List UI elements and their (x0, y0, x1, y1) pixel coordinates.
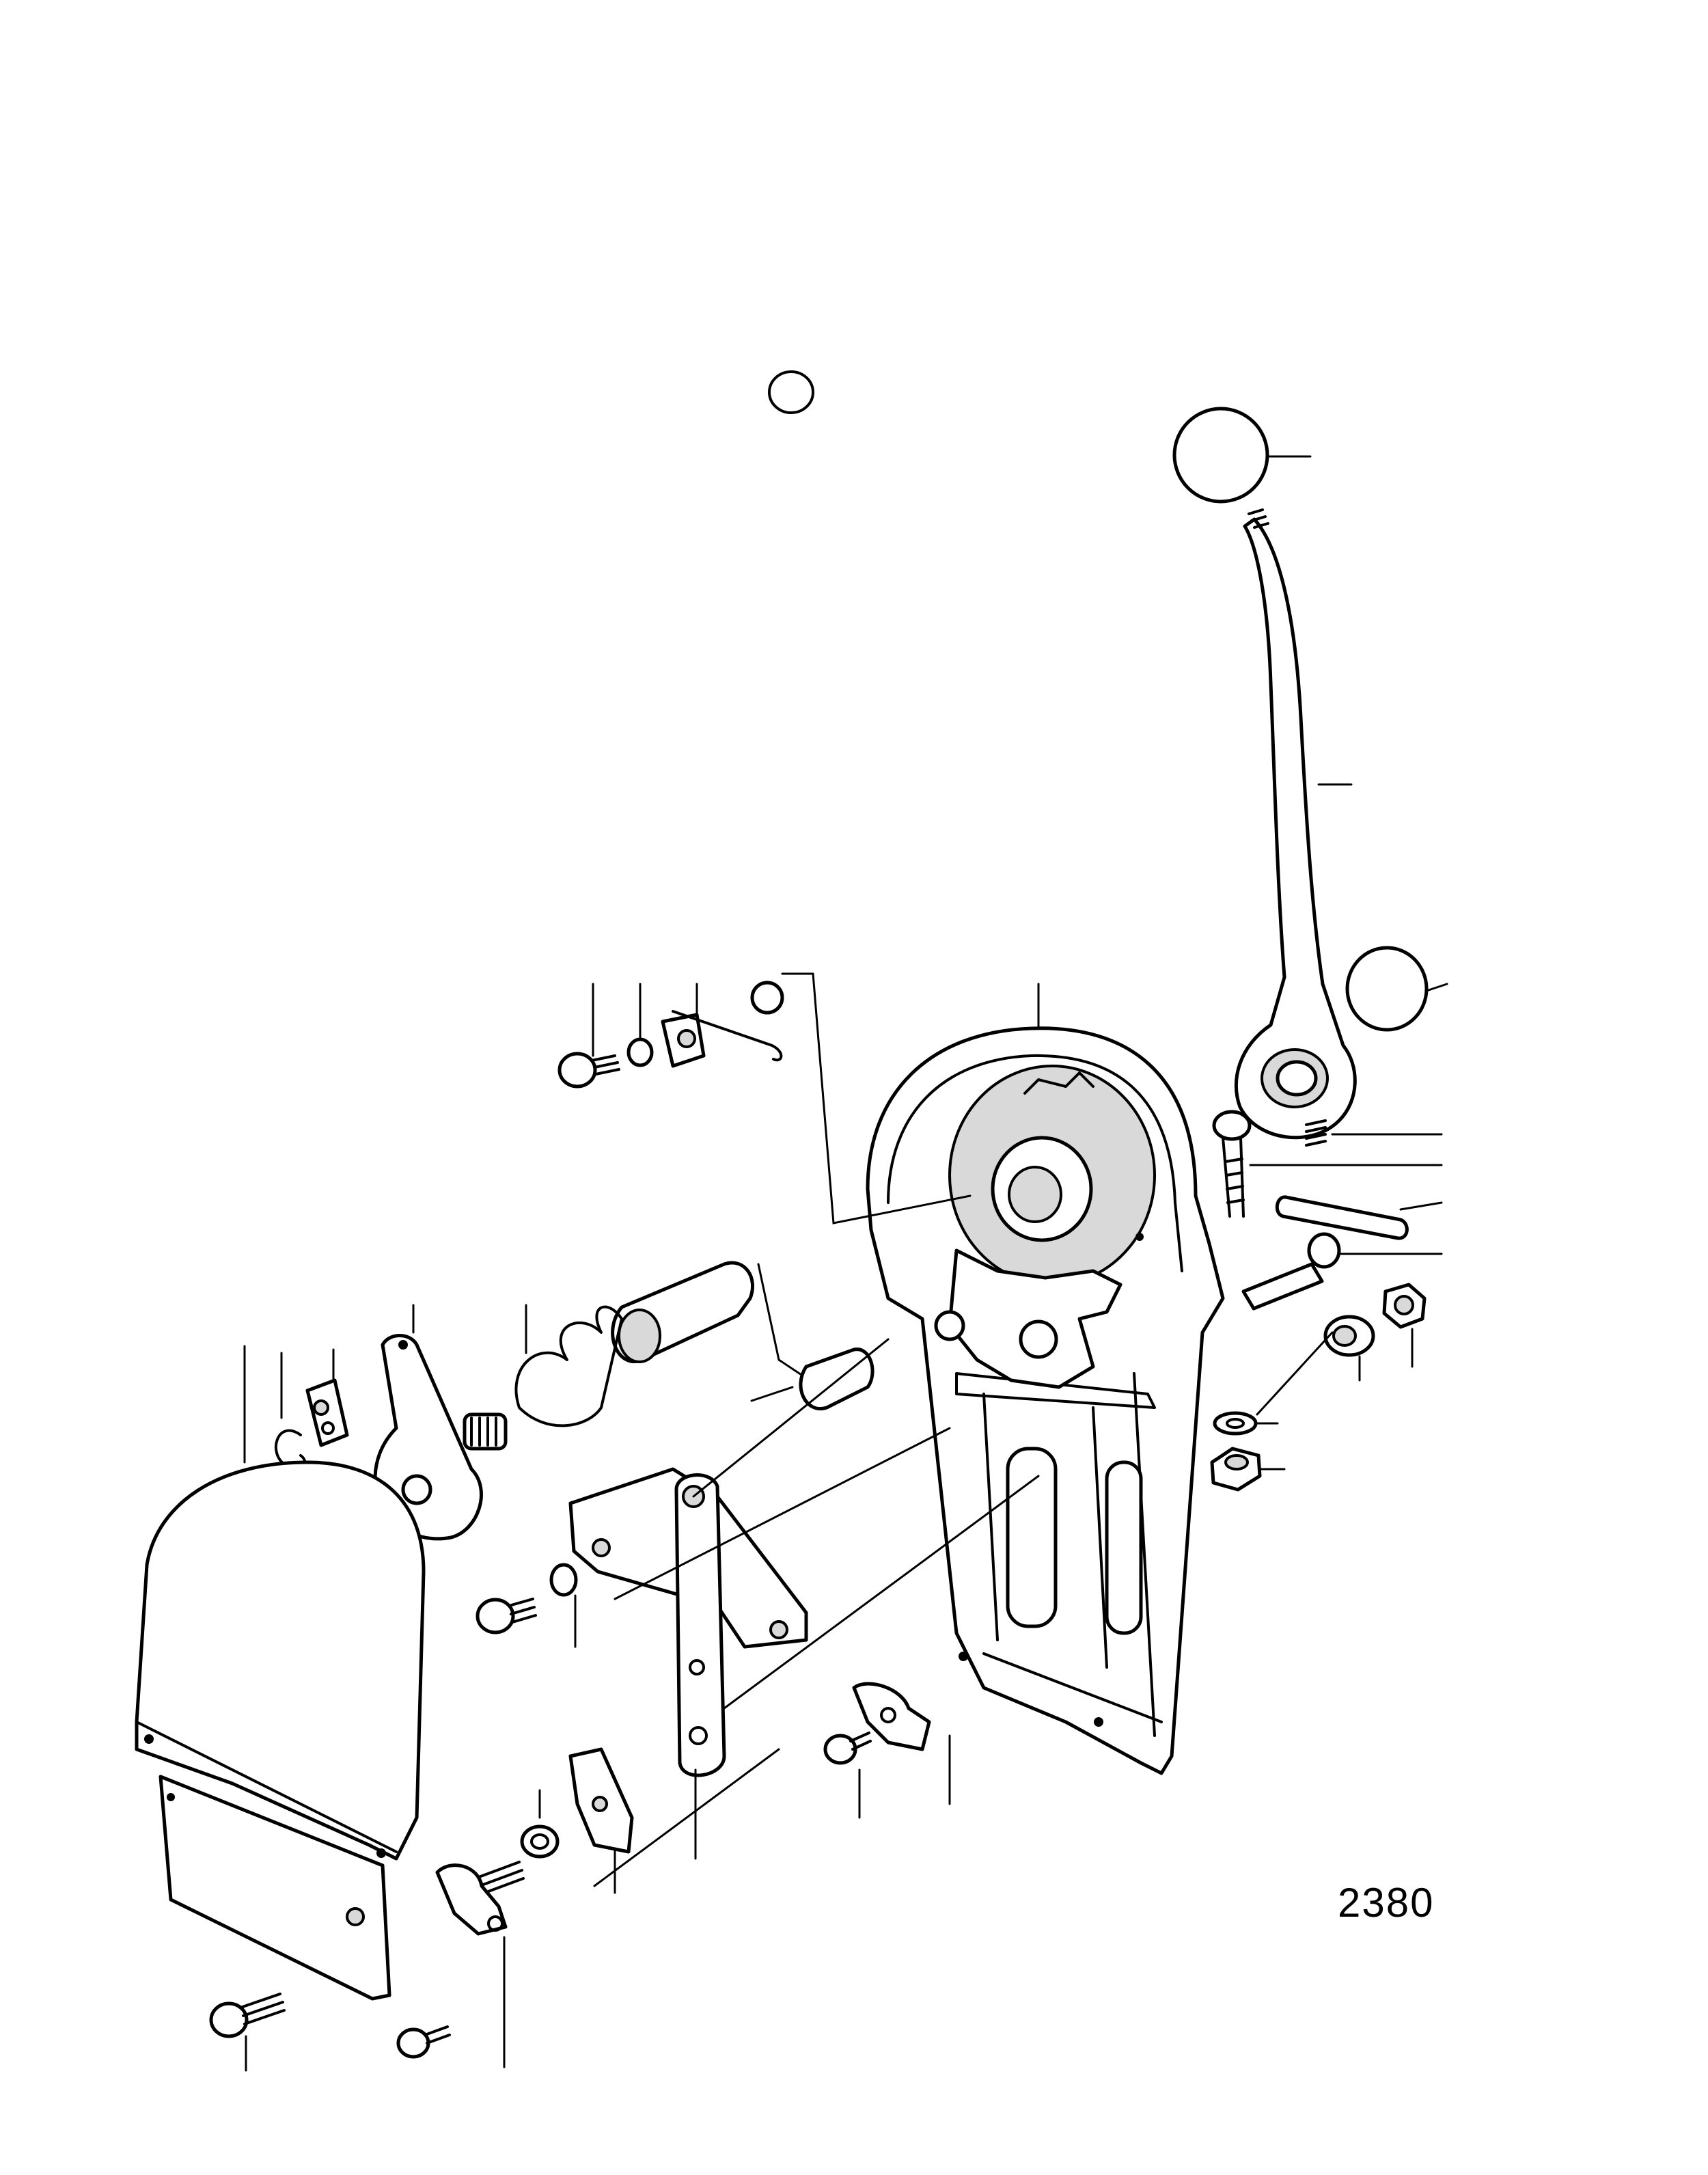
assembly-lines (594, 1332, 1332, 1886)
nut-icon (1384, 1285, 1424, 1367)
figure-number: 2380 (1338, 1880, 1435, 1926)
knob-ball-icon (1174, 409, 1310, 502)
cable-clamp-icon (437, 1865, 506, 2067)
spring-wire-icon (673, 1011, 781, 1060)
clip-plate-icon (663, 984, 704, 1066)
screw-icon (1214, 1112, 1442, 1216)
lever-arm-icon (375, 1305, 506, 1539)
washer-icon (1215, 1413, 1278, 1434)
spring-icon (516, 1305, 622, 1425)
clamp-bracket-icon (570, 1749, 632, 1893)
screw-icon (211, 1994, 284, 2070)
control-lever-icon (1236, 510, 1355, 1138)
sleeve-icon (613, 1263, 820, 1387)
front-cover-icon (137, 1346, 424, 1999)
cover-cap-icon (1347, 948, 1447, 1030)
washer-icon (522, 1790, 557, 1857)
pin-icon (1277, 1197, 1442, 1238)
ball-icon (752, 974, 970, 1223)
washer-icon (629, 984, 652, 1065)
screw-icon (398, 2027, 450, 2057)
bolt-icon (1243, 1234, 1442, 1309)
o-ring-icon (769, 372, 813, 413)
link-arm-icon (676, 1475, 724, 1859)
screw-icon (478, 1599, 536, 1632)
lock-nut-icon (1212, 1449, 1284, 1490)
screw-icon (560, 984, 619, 1086)
sleeve-nut-icon (1325, 1317, 1373, 1380)
cable-clamp-icon (854, 1684, 950, 1804)
screw-icon (825, 1733, 870, 1818)
control-housing-icon (868, 984, 1223, 1773)
gear-segment-icon (936, 1073, 1120, 1387)
link-plate-icon (307, 1350, 347, 1445)
washer-icon (551, 1565, 576, 1647)
circlip-icon (276, 1353, 305, 1469)
plunger-icon (752, 1350, 872, 1409)
spring-icon (1306, 1121, 1442, 1145)
